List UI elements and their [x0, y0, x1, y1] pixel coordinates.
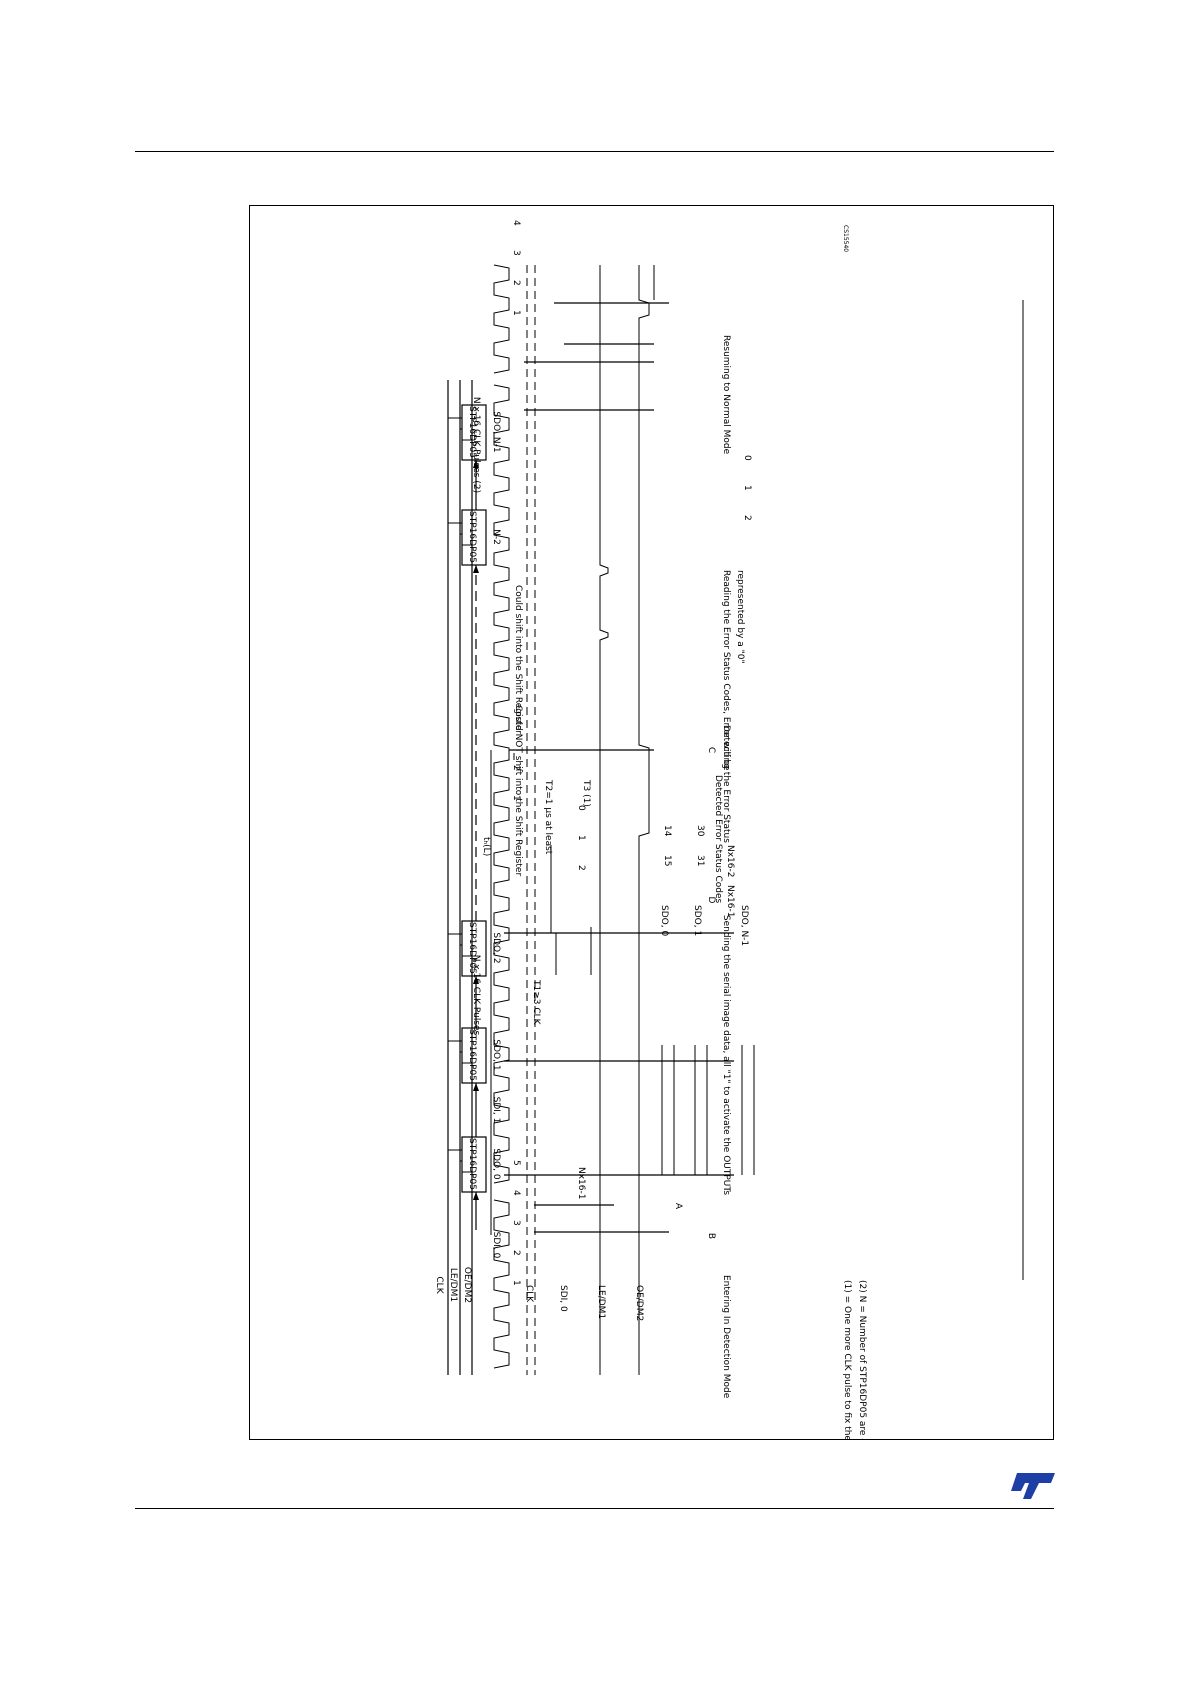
- phase-entering: Entering In Detection Mode: [721, 1275, 731, 1399]
- marker-d: D: [706, 897, 716, 904]
- bus-label-oe: OE/DM2: [462, 1267, 472, 1303]
- note-1: (1) = One more CLK pulse to fix the erro…: [842, 1280, 852, 1440]
- chip-label: STP16DP05: [467, 922, 477, 974]
- bus-label-le: LE/DM1: [448, 1268, 458, 1302]
- chip-label: STP16DP05: [467, 1138, 477, 1190]
- chip-label: STP16DP05: [467, 1029, 477, 1081]
- bit-label: 2: [576, 865, 586, 871]
- sdo-value: 14: [662, 825, 672, 837]
- shift-label: Could shift into the Shift Register: [513, 585, 523, 734]
- bus-label-clk: CLK: [434, 1276, 444, 1294]
- phase-reading-1: Reading the Error Status Codes, Error wi…: [721, 570, 731, 771]
- signal-waveforms: [493, 264, 655, 1375]
- sdo-row-label: SDO, 1: [692, 905, 702, 936]
- header-rule: [135, 151, 1054, 152]
- note-2: (2) N = Number of STP16DP05 are connecte…: [857, 1280, 867, 1440]
- signal-label-oe: OE/DM2: [634, 1285, 644, 1321]
- detected-label: Detected Error Status Codes: [713, 775, 723, 903]
- phase-reading-2: represented by a "0": [735, 570, 745, 664]
- sdo-value: 30: [695, 825, 705, 837]
- clk-number: 5: [511, 1160, 521, 1166]
- sdo-value: 15: [662, 855, 672, 866]
- sdo-value: 31: [695, 855, 705, 866]
- st-logo-shape: [1011, 1473, 1055, 1499]
- figure-code: CS15540: [842, 225, 849, 252]
- sdo-row-label: SDO, N-1: [739, 905, 749, 946]
- chip-output-label: SDO, N-1: [491, 411, 501, 452]
- sdo-value: 2: [742, 515, 752, 521]
- signal-label-le: LE/DM1: [596, 1285, 606, 1319]
- figure-frame: [249, 205, 1054, 1440]
- bit-label: 0: [576, 805, 586, 811]
- chip-box: [461, 1027, 487, 1084]
- clk-number: 2: [511, 280, 521, 286]
- clk-number: 1: [511, 310, 521, 316]
- marker-a: A: [673, 1203, 683, 1210]
- bit-label: 1: [576, 835, 586, 841]
- chip-input-label: SDI, 1: [491, 1097, 501, 1124]
- sdo-row-label: SDO, 0: [659, 905, 669, 936]
- st-logo-icon: [1011, 1473, 1055, 1499]
- clk-number: 4: [511, 1190, 521, 1196]
- marker-c: C: [706, 747, 716, 753]
- sdo-value: 0: [742, 455, 752, 461]
- clk-number: 4: [511, 220, 521, 226]
- th-label: tₕ(L): [481, 837, 491, 856]
- clk-waveform: [493, 384, 510, 1184]
- chip-box: [461, 404, 487, 461]
- cascade-block-diagram: [447, 380, 487, 1375]
- t2-label: T2=1 μs at least: [543, 779, 553, 855]
- clk-waveform: [493, 264, 510, 374]
- chip-output-label: N-2: [491, 529, 501, 545]
- chip-box: [461, 509, 487, 566]
- chip-label: STP16DP05: [467, 511, 477, 563]
- clk-number: 1: [511, 1280, 521, 1286]
- clk-number: 2: [511, 1250, 521, 1256]
- phase-detecting: Detecting the Error Status: [721, 725, 731, 843]
- chip-output-label: SDO, 0: [491, 1148, 501, 1179]
- pulses-label: N x 16 CLK Pulses: [471, 955, 481, 1036]
- chip-box: [461, 1136, 487, 1193]
- footer-rule: [135, 1508, 1054, 1509]
- chain-input-label: SDI, 0: [491, 1232, 501, 1259]
- nx16-label: Nx16-2: [725, 845, 735, 877]
- clk-number: 2: [511, 765, 521, 771]
- chip-label: STP16DP05: [467, 406, 477, 458]
- pulses-label: N x 16 CLK Pulses (2): [471, 397, 481, 493]
- bit-label: Nx16-1: [576, 1167, 586, 1199]
- chip-output-label: SDO, 1: [491, 1039, 501, 1070]
- sdo-value: 1: [742, 485, 752, 491]
- chip-box: [461, 920, 487, 977]
- clk-number: 3: [511, 250, 521, 256]
- clk-waveform: [493, 1199, 510, 1369]
- nx16-label: Nx16-1: [725, 885, 735, 917]
- t3-label: T3 (1): [581, 779, 591, 807]
- clk-number: 3: [511, 1220, 521, 1226]
- phase-sending: Sending the serial image data, all "1" t…: [721, 915, 731, 1195]
- clk-number: 1: [511, 795, 521, 801]
- timing-diagram: CLK LE/DM1 OE/DM2 STP16DP05 STP16DP05 ST…: [434, 220, 1024, 1440]
- t1-label: T1≥3 CLK: [531, 979, 541, 1026]
- not-shift-label: Could NOT shift into the Shift Register: [513, 705, 523, 876]
- signal-label-clk: CLK: [524, 1285, 534, 1303]
- signal-label-sdi: SDI, 0: [558, 1285, 568, 1312]
- marker-b: B: [706, 1233, 716, 1239]
- chip-output-label: SDO, 2: [491, 932, 501, 963]
- phase-resuming: Resuming to Normal Mode: [721, 335, 731, 455]
